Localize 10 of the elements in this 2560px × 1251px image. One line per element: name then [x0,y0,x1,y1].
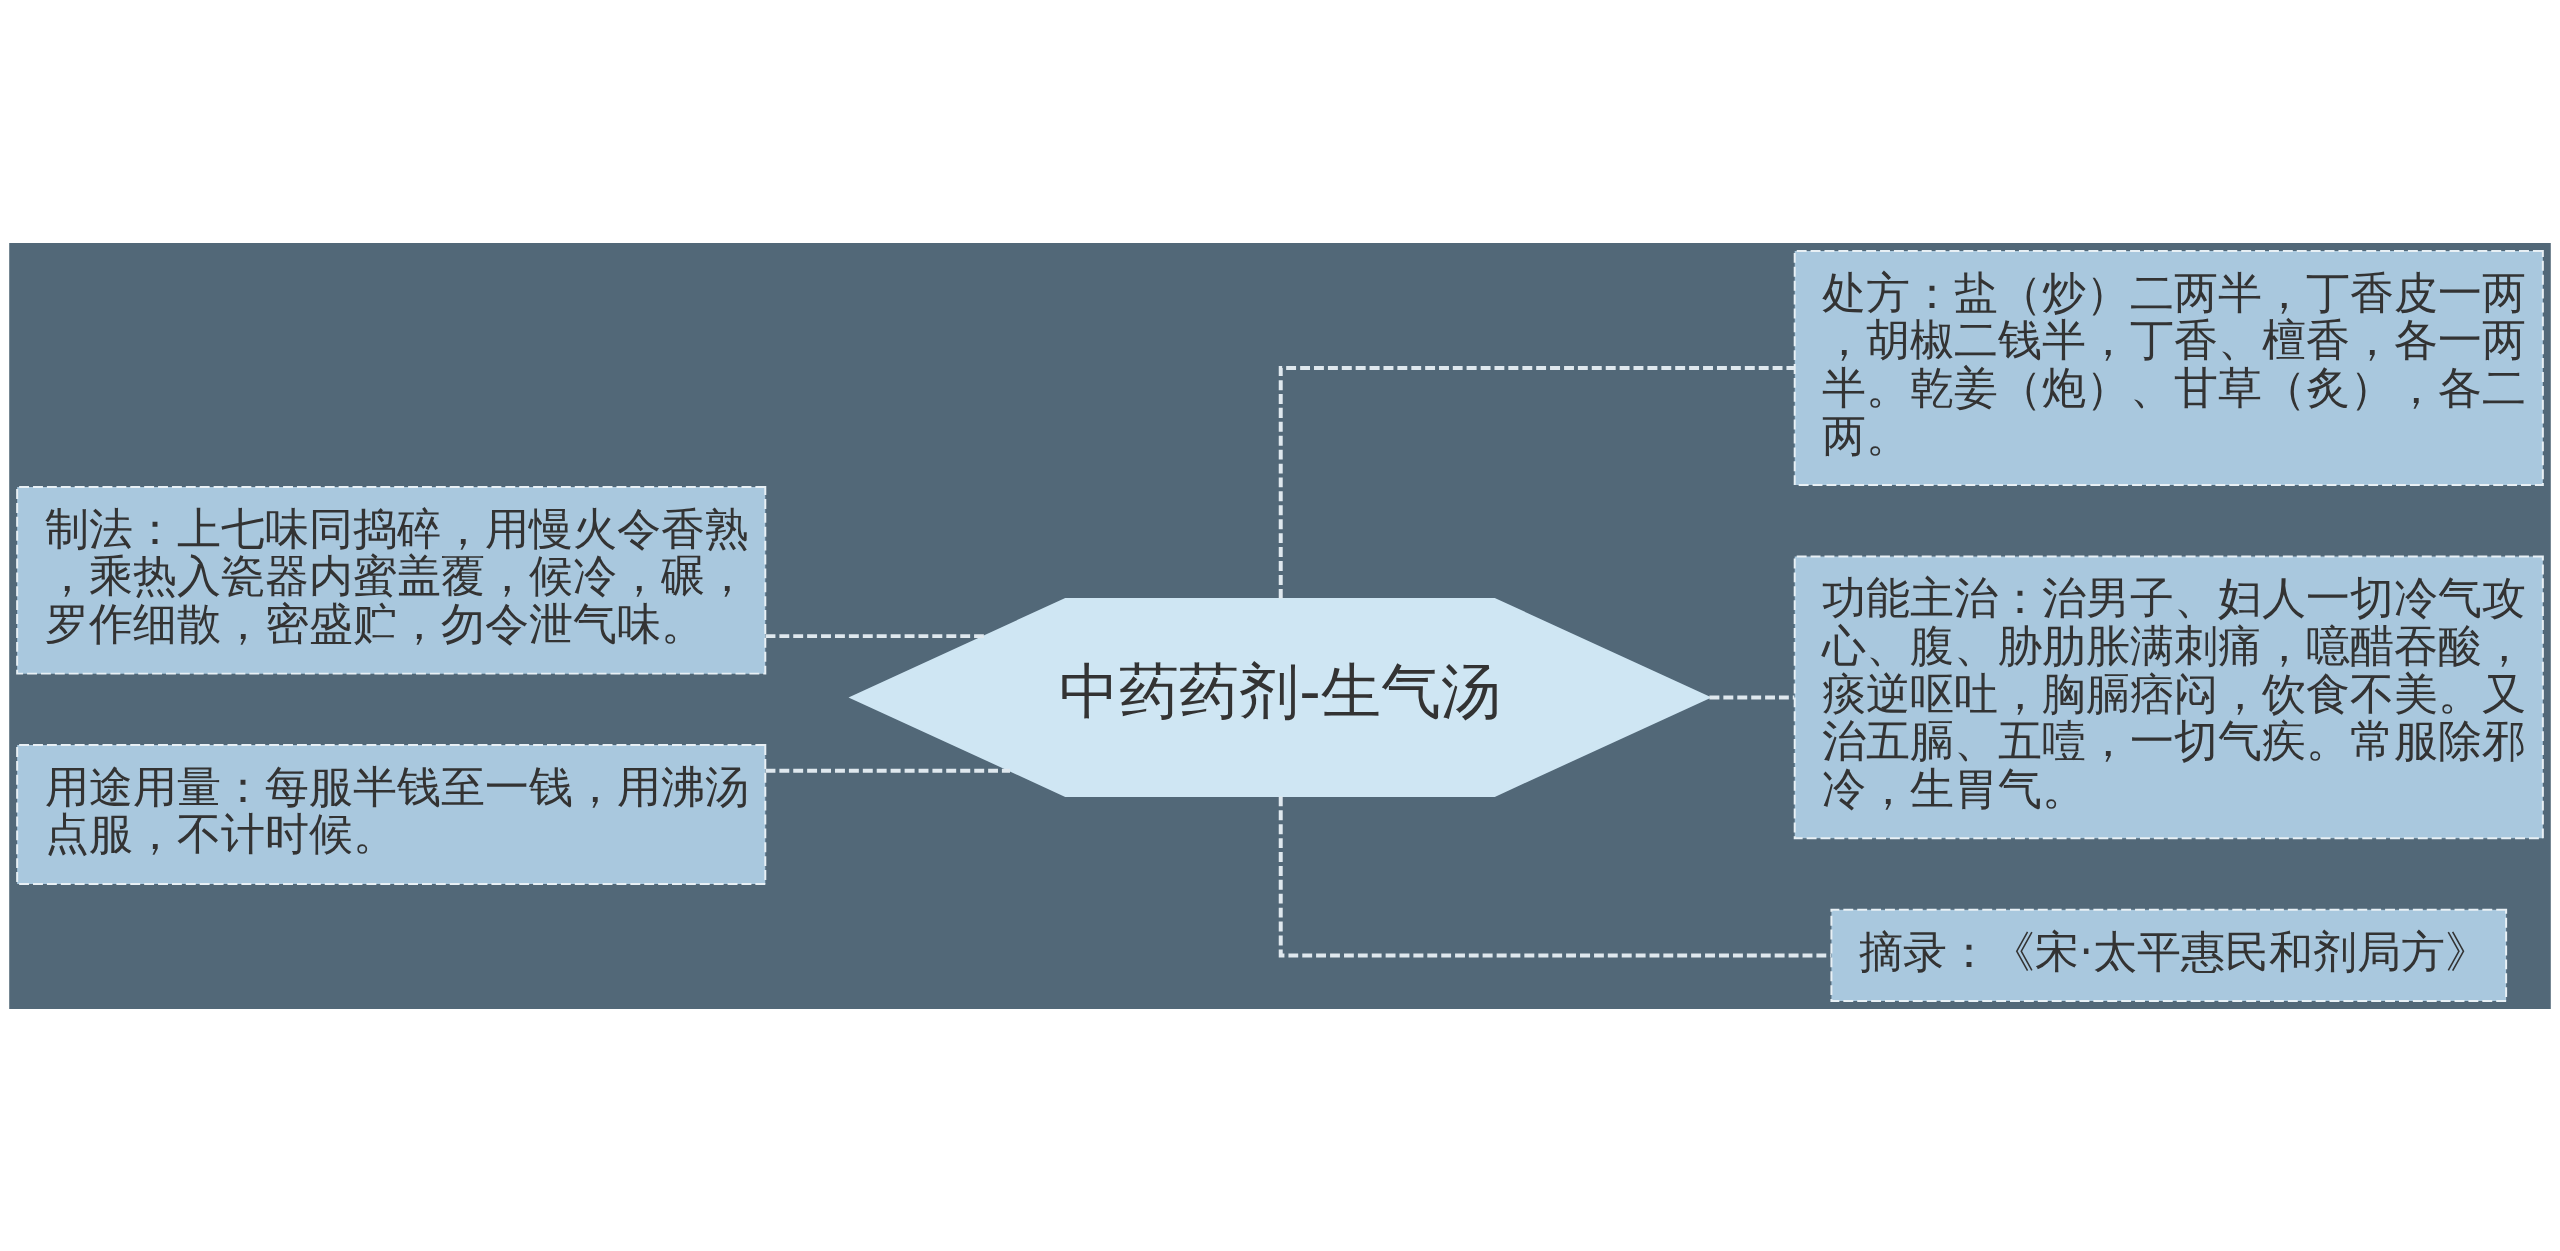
node-box: 功能主治：治男子、妇人一切冷气攻心、腹、胁肋胀满刺痛，噫醋吞酸，痰逆呕吐，胸膈痞闷，饮食不美。又治五膈、五噎，一切气疾。常服除邪冷，生胃气。 [1793,555,2544,839]
connector [1709,694,1795,699]
connector [765,633,985,638]
node-box: 处方：盐（炒）二两半，丁香皮一两，胡椒二钱半，丁香、檀香，各一两半。乾姜（炮）、甘草（炙），各二两。 [1793,249,2544,486]
connector [1278,365,1795,599]
node-box: 用途用量：每服半钱至一钱，用沸汤点服，不计时候。 [16,743,767,885]
connector [765,768,1010,773]
node-box: 摘录：《宋·太平惠民和剂局方》 [1830,908,2508,1002]
node-box: 制法：上七味同捣碎，用慢火令香熟，乘热入瓷器内蜜盖覆，候冷，碾，罗作细散，密盛贮，勿令泄气味。 [16,485,767,675]
connector [1278,795,1832,957]
